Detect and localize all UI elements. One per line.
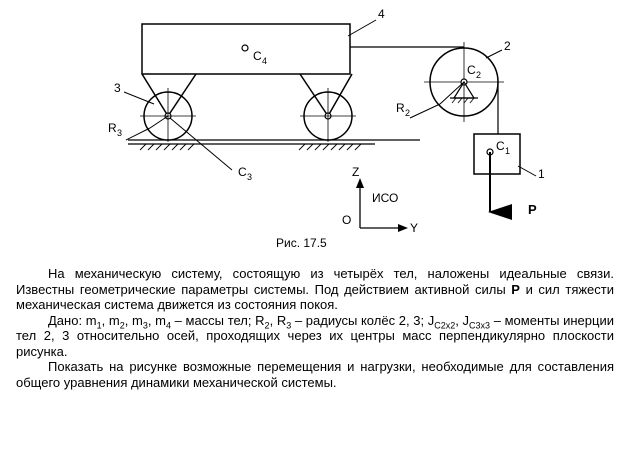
leader-1: [517, 165, 537, 177]
label-r3-sub: 3: [117, 128, 122, 138]
label-body-2: 2: [504, 39, 511, 53]
p2-comma: ,: [455, 312, 463, 328]
p2-tail: – моменты инерции тел 2, 3 относительно …: [16, 312, 614, 359]
p2-j3: J: [462, 312, 470, 328]
leader-4: [347, 19, 377, 37]
p2-masses: – массы тел; R: [170, 312, 265, 328]
p2-sep-1: , m: [101, 312, 120, 328]
problem-text: На механическую систему, состоящую из че…: [16, 266, 614, 390]
paragraph-3: Показать на рисунке возможные перемещени…: [16, 359, 614, 390]
label-force-p: P: [528, 202, 537, 217]
label-r2-sub: 2: [405, 108, 410, 118]
label-c4-sub: 4: [262, 56, 267, 66]
leader-c3: [169, 117, 233, 171]
label-axis-y: Y: [410, 221, 418, 235]
label-c1-sub: 1: [505, 146, 510, 156]
p2-sub-jc2: C2x2: [434, 320, 456, 331]
paragraph-1: На механическую систему, состоящую из че…: [16, 266, 614, 313]
leader-r3: [125, 127, 151, 141]
p2-j2: J: [427, 312, 435, 328]
p2-sub-r2: 2: [264, 320, 270, 331]
cart-body-4: [141, 23, 351, 75]
label-c1-letter: C: [496, 139, 505, 153]
p1-force: P: [511, 281, 520, 297]
figure-caption: Рис. 17.5: [276, 236, 327, 250]
label-r3-letter: R: [108, 121, 117, 135]
label-r2-letter: R: [396, 101, 405, 115]
label-axis-z: Z: [352, 165, 359, 179]
leader-r2: [409, 103, 441, 119]
p2-sub-r3: 3: [286, 320, 292, 331]
p2-sep-3: , m: [147, 312, 166, 328]
label-origin: O: [342, 213, 351, 227]
label-frame: ИСО: [372, 191, 398, 205]
mechanism-figure: C 4 3 R 3 C 3 4: [108, 7, 545, 250]
label-c4-letter: C: [253, 49, 262, 63]
p1-text: На механическую систему, состоящую из че…: [16, 266, 614, 297]
leader-3: [123, 91, 155, 105]
label-c2-letter: C: [467, 63, 476, 77]
p2-sub-3: 3: [142, 320, 148, 331]
leader-2: [485, 49, 503, 59]
p1-end: и сил тяжести механическая система движе…: [16, 281, 614, 313]
p2-radii: – радиусы колёс 2, 3;: [291, 312, 428, 328]
label-c3-letter: C: [238, 165, 247, 179]
p2-given: Дано: m: [48, 312, 97, 328]
label-body-4: 4: [378, 7, 385, 21]
label-c3-sub: 3: [247, 172, 252, 182]
p2-sub-jc3: C3x3: [469, 320, 491, 331]
wheel-right: [300, 88, 356, 142]
label-c2-sub: 2: [476, 70, 481, 80]
ground: [128, 139, 420, 151]
p2-sub-2: 2: [119, 320, 125, 331]
p2-sub-4: 4: [165, 320, 171, 331]
pulley-2: [424, 42, 504, 122]
p2-sub-1: 1: [96, 320, 102, 331]
cart-center-c4: [241, 44, 249, 52]
p2-comma-r: , R: [269, 312, 287, 328]
coordinate-frame: [356, 178, 408, 232]
cart-legs: [141, 73, 353, 118]
p2-sep-2: , m: [124, 312, 143, 328]
block-body-1: [473, 133, 521, 175]
wheel-3: [140, 88, 196, 142]
label-body-1: 1: [538, 167, 545, 181]
paragraph-2: Дано: m1, m2, m3, m4 – массы тел; R2, R3…: [16, 313, 614, 360]
label-body-3: 3: [114, 81, 121, 95]
